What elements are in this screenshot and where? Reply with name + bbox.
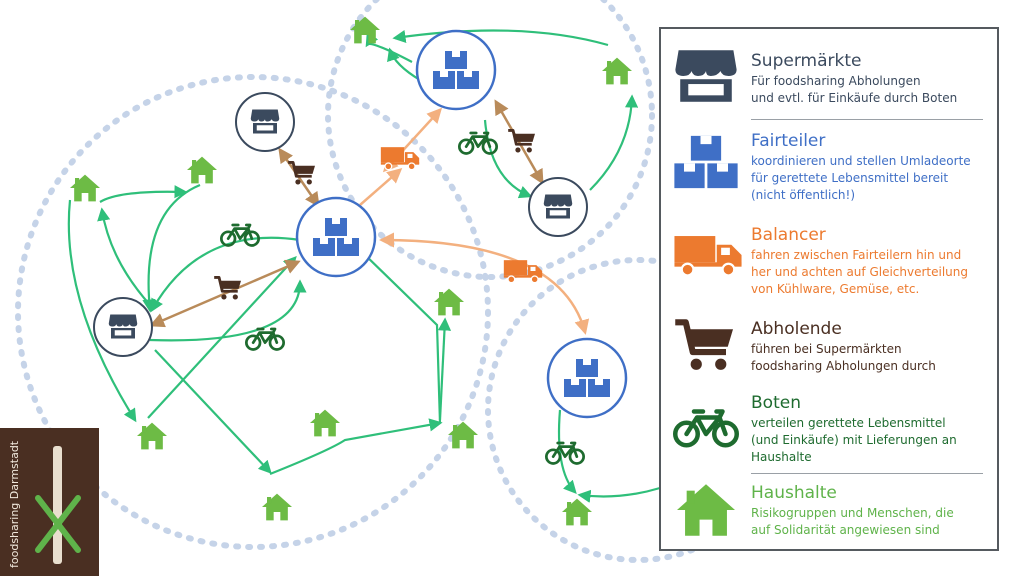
legend-title: Boten	[751, 393, 801, 413]
bike-icons	[220, 131, 585, 465]
boxes-icon	[673, 133, 739, 191]
truck-icons	[380, 146, 543, 284]
store-node-left	[93, 297, 153, 357]
fairteiler-hubs	[295, 29, 628, 419]
store-nodes	[93, 92, 588, 357]
legend-desc: Risikogruppen und Menschen, die auf Soli…	[751, 506, 954, 537]
house-icon	[310, 409, 340, 437]
truck-icon	[503, 259, 543, 284]
house-icon	[448, 421, 478, 449]
truck-icon	[673, 233, 743, 277]
store-node-right	[528, 177, 588, 237]
bike-icon	[220, 223, 260, 247]
truck-icon	[380, 146, 420, 171]
logo-text: foodsharing Darmstadt	[8, 440, 21, 568]
house-icon	[673, 481, 739, 539]
legend-divider	[751, 473, 983, 474]
house-icon	[562, 498, 592, 526]
house-icon	[70, 174, 100, 202]
house-icon	[262, 493, 292, 521]
fairteiler-hub-center	[295, 196, 377, 278]
house-icon	[434, 288, 464, 316]
house-icon	[350, 16, 380, 44]
legend-divider	[751, 119, 983, 120]
bike-icon	[673, 407, 739, 449]
store-node-top	[235, 92, 295, 152]
legend-desc: führen bei Supermärkten foodsharing Abho…	[751, 342, 936, 373]
bike-icon	[545, 441, 585, 465]
fairteiler-hub-right	[546, 337, 628, 419]
legend-title: Supermärkte	[751, 51, 862, 71]
legend-desc: verteilen gerettete Lebensmittel (und Ei…	[751, 416, 957, 464]
legend-title: Balancer	[751, 225, 826, 245]
legend-title: Fairteiler	[751, 131, 826, 151]
house-icon	[137, 422, 167, 450]
house-icon	[602, 57, 632, 85]
cart-icon	[507, 128, 537, 154]
foodsharing-logo: foodsharing Darmstadt	[0, 428, 99, 576]
cart-icon	[673, 317, 737, 373]
legend-desc: koordinieren und stellen Umladeorte für …	[751, 154, 971, 202]
store-icon	[673, 47, 739, 105]
fork-icon	[35, 446, 81, 564]
legend-desc: Für foodsharing Abholungen und evtl. für…	[751, 74, 958, 105]
legend-desc: fahren zwischen Fairteilern hin und her …	[751, 248, 968, 296]
legend-title: Abholende	[751, 319, 842, 339]
fairteiler-hub-top	[415, 29, 497, 111]
legend-panel: Supermärkte Für foodsharing Abholungen u…	[659, 27, 999, 551]
legend-title: Haushalte	[751, 483, 837, 503]
house-icon	[187, 156, 217, 184]
